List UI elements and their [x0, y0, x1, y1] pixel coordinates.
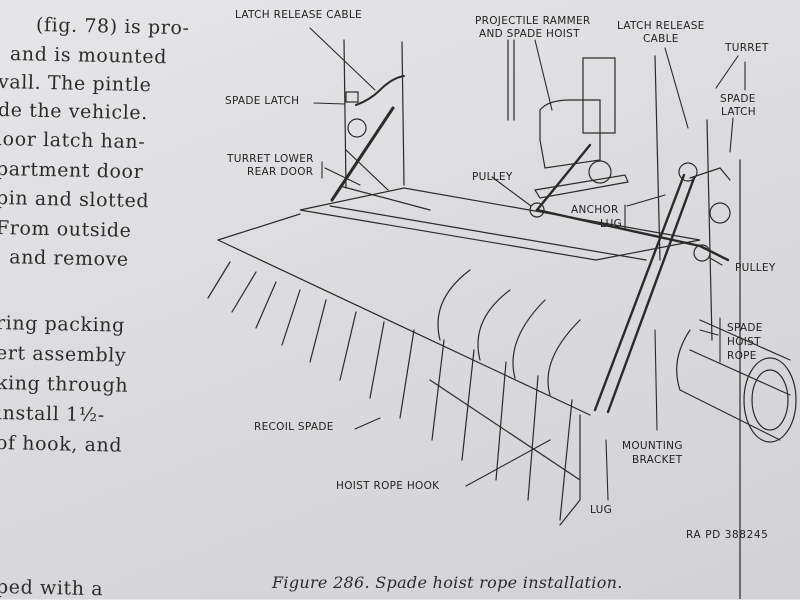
- label-spade-latch-right: SPADE: [720, 93, 756, 105]
- spade-hoist-rope: [535, 143, 730, 414]
- recoil-spade: [207, 213, 591, 526]
- label-latch-release-cable-right: CABLE: [643, 33, 679, 45]
- label-projectile-rammer: AND SPADE HOIST: [479, 28, 580, 40]
- turret-right-wall: [654, 55, 741, 599]
- label-spade-hoist-rope: SPADE: [727, 322, 763, 334]
- leader-lines: [309, 27, 746, 501]
- figure-caption: Figure 286. Spade hoist rope installatio…: [272, 573, 623, 592]
- label-turret-lower-rear-door: REAR DOOR: [247, 166, 314, 178]
- label-pulley-center: PULLEY: [472, 171, 513, 183]
- label-spade-latch-left: SPADE LATCH: [225, 95, 300, 107]
- track-wheel: [676, 319, 797, 443]
- label-latch-release-cable-left: LATCH RELEASE CABLE: [235, 9, 362, 21]
- label-turret: TURRET: [725, 42, 769, 54]
- label-latch-release-cable-right: LATCH RELEASE: [617, 20, 705, 32]
- pulley-center: [529, 202, 545, 218]
- label-pulley-right: PULLEY: [735, 262, 776, 274]
- turret-left-wall: [339, 39, 431, 211]
- support-rod: [330, 106, 395, 202]
- projectile-rammer-hoist: [507, 39, 629, 199]
- label-hoist-rope-hook: HOIST ROPE HOOK: [336, 480, 440, 492]
- label-recoil-spade: RECOIL SPADE: [254, 421, 334, 433]
- label-lug: LUG: [590, 504, 613, 516]
- spade-latch-left: [345, 75, 405, 106]
- label-anchor-lug: ANCHOR: [571, 204, 619, 216]
- label-spade-hoist-rope: ROPE: [727, 350, 757, 362]
- reference-number: RA PD 388245: [686, 529, 769, 541]
- label-projectile-rammer: PROJECTILE RAMMER: [475, 15, 591, 27]
- label-anchor-lug: LUG: [600, 218, 623, 230]
- label-mounting-bracket: MOUNTING: [622, 440, 683, 452]
- label-turret-lower-rear-door: TURRET LOWER: [227, 153, 314, 165]
- label-mounting-bracket: BRACKET: [632, 454, 683, 466]
- label-spade-hoist-rope: HOIST: [727, 336, 761, 348]
- label-spade-latch-right: LATCH: [721, 106, 756, 118]
- pulley-upper: [678, 162, 698, 182]
- rear-deck: [299, 187, 701, 261]
